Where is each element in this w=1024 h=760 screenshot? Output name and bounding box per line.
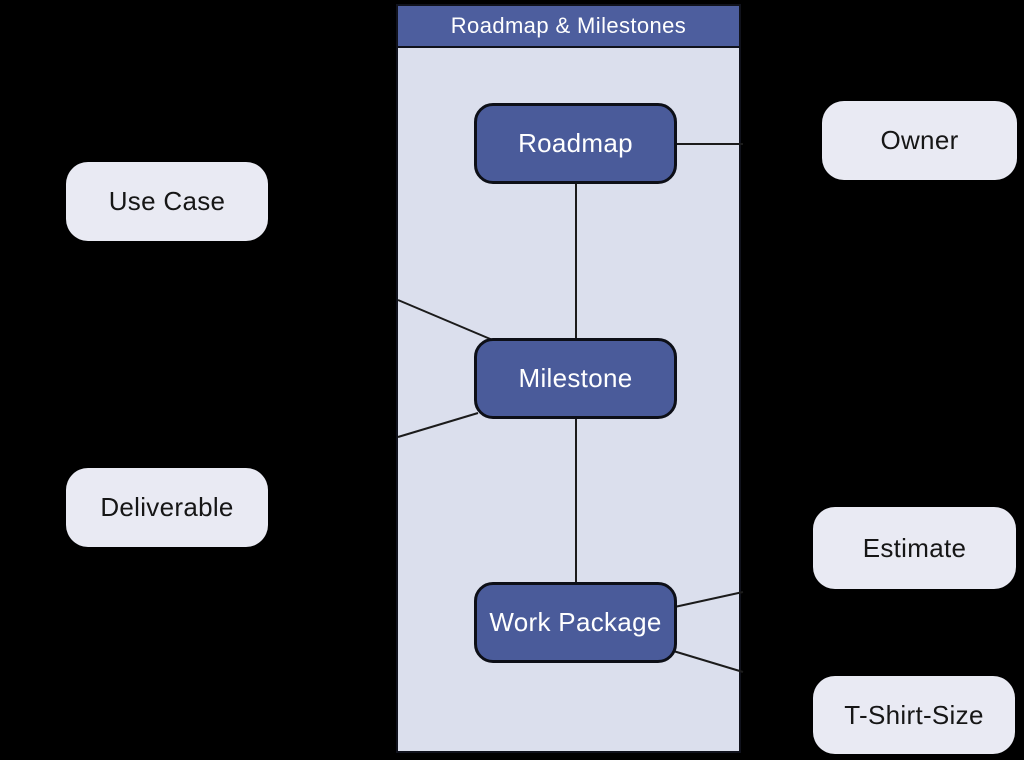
group-title: Roadmap & Milestones [450, 13, 687, 38]
node-use-case: Use Case [66, 162, 268, 241]
node-estimate-label: Estimate [862, 532, 967, 563]
node-milestone-label: Milestone [518, 363, 633, 393]
node-t-shirt-size-label: T-Shirt-Size [844, 699, 984, 730]
node-work-package: Work Package [474, 582, 677, 663]
node-owner: Owner [822, 101, 1017, 180]
node-owner-label: Owner [880, 125, 959, 155]
node-work-package-label: Work Package [489, 607, 662, 637]
node-roadmap-label: Roadmap [518, 128, 633, 158]
node-use-case-label: Use Case [108, 186, 226, 216]
node-estimate: Estimate [813, 507, 1016, 589]
node-milestone: Milestone [474, 338, 677, 419]
node-t-shirt-size: T-Shirt-Size [813, 676, 1015, 754]
group-header: Roadmap & Milestones [398, 6, 739, 48]
node-deliverable: Deliverable [66, 468, 268, 547]
node-roadmap: Roadmap [474, 103, 677, 184]
node-deliverable-label: Deliverable [100, 492, 234, 522]
